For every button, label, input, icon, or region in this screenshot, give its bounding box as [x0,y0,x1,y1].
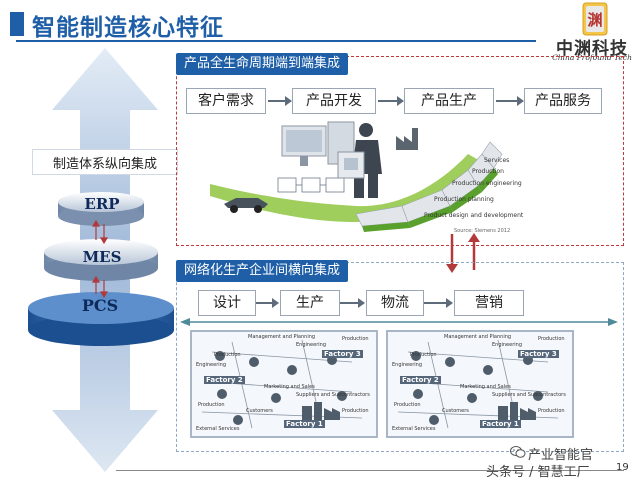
layer-pcs: PCS [81,296,119,315]
left-label-production: Production [342,336,369,342]
lifecycle-illustration [210,121,503,232]
title-marker [10,12,24,36]
factory-icon [396,128,418,150]
factory-network-right: Factory 3 Factory 2 Factory 1 Management… [386,330,574,438]
watermark: 产业智能官 头条号 / 智慧工厂 [486,444,616,480]
right-label-production-3: Production [394,402,421,408]
left-label-production-2: Production [214,352,241,358]
step-product-development: 产品开发 [292,88,376,114]
left-factory-3: Factory 3 [322,350,363,358]
step-design: 设计 [198,290,256,316]
right-factory-3: Factory 3 [518,350,559,358]
right-label-external: External Services [392,426,436,432]
erp-disk [58,192,144,226]
erp-mes-connector [91,219,109,245]
left-label-customers: Customers [246,408,273,414]
factory-network-left: Factory 3 Factory 2 Factory 1 Management… [190,330,378,438]
left-label-engineering: Engineering [296,342,326,348]
end-to-end-panel: 产品全生命周期端到端集成 [176,53,624,246]
right-label-marketing: Marketing and Sales [460,384,511,390]
factory-network-left-drawing [201,339,363,429]
right-label-suppliers: Suppliers and Subcontractors [492,392,566,398]
process-schematic [277,177,345,193]
vertical-integration-label: 制造体系纵向集成 [32,149,178,175]
left-label-marketing: Marketing and Sales [264,384,315,390]
stage-production-engineering: Production engineering [452,180,522,187]
left-factory-1: Factory 1 [284,420,325,428]
production-machine [337,151,365,179]
right-label-production: Production [538,336,565,342]
right-label-production-4: Production [538,408,565,414]
stage-services: Services [484,157,510,164]
stage-product-design: Product design and development [424,212,524,219]
horizontal-integration-title: 网络化生产企业间横向集成 [176,260,349,282]
watermark-source: 头条号 / 智慧工厂 [486,465,590,480]
left-label-engineering-2: Engineering [196,362,226,368]
step-product-service: 产品服务 [524,88,602,114]
slide-title: 智能制造核心特征 [32,15,224,41]
stage-production-planning: Production planning [434,196,494,203]
left-label-production-4: Production [342,408,369,414]
title-underline [16,40,536,42]
right-label-engineering: Engineering [492,342,522,348]
pcs-disk [28,292,174,346]
right-label-engineering-2: Engineering [392,362,422,368]
right-label-customers: Customers [442,408,469,414]
mes-disk [44,239,158,281]
left-label-external: External Services [196,426,240,432]
logo-seal-char: 渊 [587,11,602,29]
company-logo: 渊 中渊科技 China Profound Tech [548,2,636,66]
right-factory-1: Factory 1 [480,420,521,428]
footer-rule [116,470,624,471]
end-to-end-title: 产品全生命周期端到端集成 [176,53,349,75]
horizontal-integration-panel: 网络化生产企业间横向集成 [176,260,624,452]
right-factory-2: Factory 2 [400,376,441,384]
page-number: 19 [616,462,629,473]
lifecycle-staircase-green [362,168,498,232]
product-car [224,198,268,213]
left-label-production-3: Production [198,402,225,408]
lifecycle-staircase [355,141,503,227]
left-factory-2: Factory 2 [204,376,245,384]
right-label-management: Management and Planning [444,334,512,340]
illustration-source: Source: Siemens 2012 [454,228,511,234]
vertical-integration-visual [28,48,174,472]
logo-seal-icon: 渊 [582,2,608,36]
step-marketing: 营销 [454,290,524,316]
step-production: 生产 [280,290,340,316]
left-label-management: Management and Planning [248,334,316,340]
step-logistics: 物流 [366,290,424,316]
step-customer-needs: 客户需求 [186,88,266,114]
logo-name-cn: 中渊科技 [556,39,628,59]
logo-name-en: China Profound Tech [552,53,632,62]
layer-mes: MES [82,248,122,266]
right-label-production-2: Production [410,352,437,358]
layer-erp: ERP [84,195,120,213]
left-label-suppliers: Suppliers and Subcontractors [296,392,370,398]
wechat-icon [510,446,526,458]
watermark-account: 产业智能官 [528,448,594,463]
step-product-production: 产品生产 [404,88,494,114]
mes-pcs-connector [91,275,109,299]
stage-production: Production [472,168,504,175]
